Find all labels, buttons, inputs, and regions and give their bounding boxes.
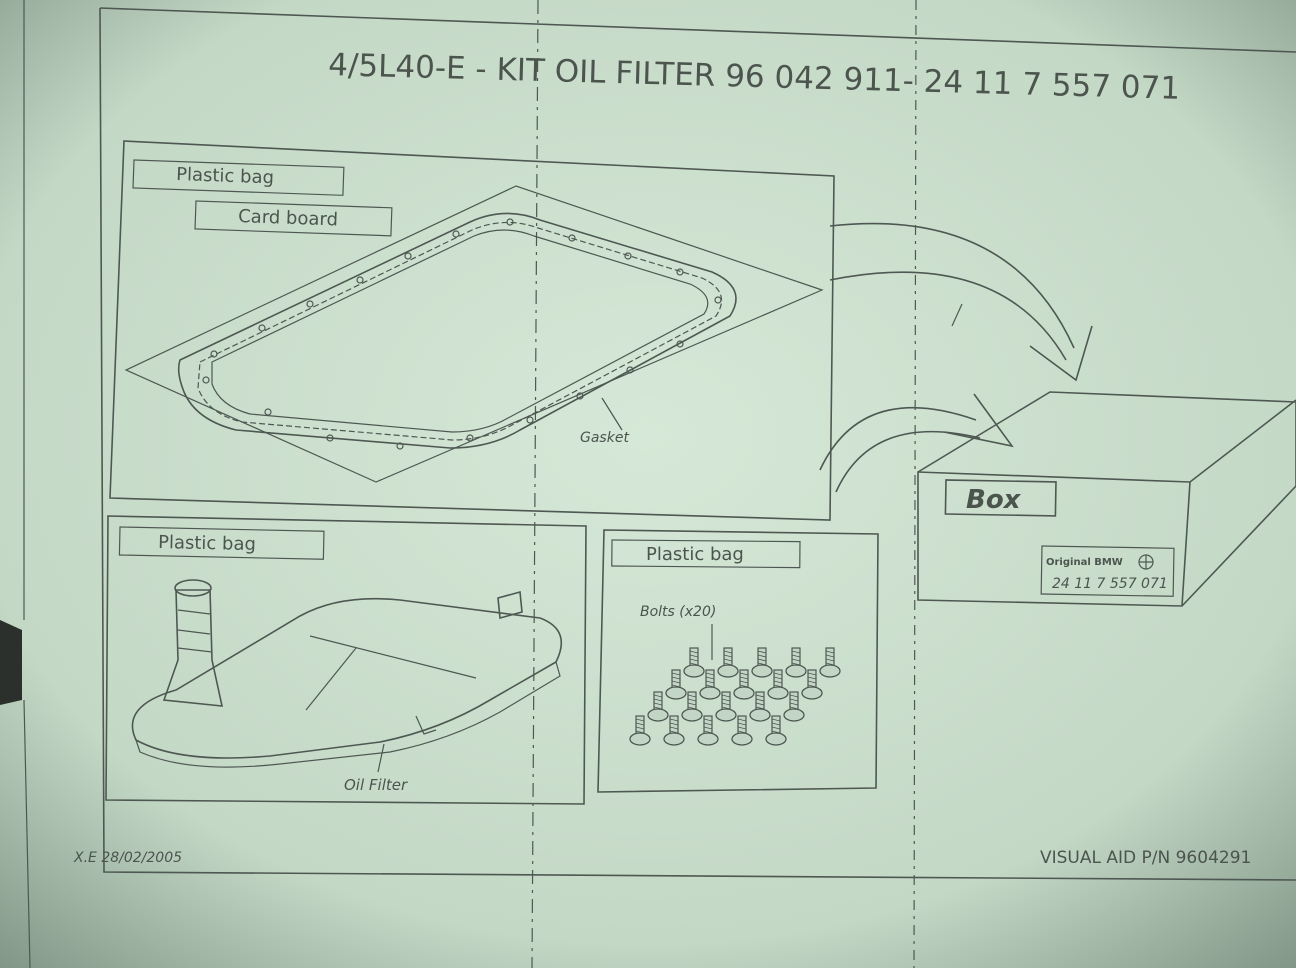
bolt-icon bbox=[783, 691, 805, 722]
gasket-outer bbox=[177, 212, 737, 449]
bolt-icon bbox=[663, 715, 685, 746]
gasket-hole bbox=[466, 434, 474, 442]
oil-filter-outlet bbox=[415, 715, 437, 735]
bolt-icon bbox=[731, 715, 753, 746]
bolt-icon bbox=[801, 669, 823, 700]
gasket-hole bbox=[676, 340, 684, 348]
oil-filter-edge bbox=[135, 661, 561, 768]
box-label: Box bbox=[966, 485, 1022, 515]
oil-filter-seam-2 bbox=[305, 647, 357, 711]
bmw-roundel-cross bbox=[1139, 555, 1153, 569]
oil-filter-panel bbox=[105, 515, 587, 805]
footer-part-number: VISUAL AID P/N 9604291 bbox=[1040, 848, 1251, 868]
box-outline bbox=[917, 391, 1296, 607]
bolt-icon bbox=[697, 715, 719, 746]
bolt-icon bbox=[749, 691, 771, 722]
card-board-label: Card board bbox=[238, 206, 338, 230]
gasket-leader-line bbox=[601, 397, 623, 431]
bolt-icon bbox=[681, 691, 703, 722]
bolt-icon bbox=[699, 669, 721, 700]
plastic-bag-label-2: Plastic bag bbox=[158, 532, 256, 555]
gasket-hole bbox=[626, 366, 634, 374]
page-edge-shadow bbox=[0, 620, 22, 705]
oil-filter-label: Oil Filter bbox=[344, 776, 408, 794]
bolts-panel bbox=[597, 529, 879, 793]
bolt-icon bbox=[717, 647, 739, 678]
arrow-curve-1 bbox=[829, 222, 1075, 349]
plastic-bag-label-box-2 bbox=[118, 526, 325, 560]
bolts-group bbox=[629, 647, 841, 746]
oil-filter-tab bbox=[497, 590, 523, 620]
gasket-hole bbox=[326, 434, 334, 442]
pen-mark bbox=[951, 303, 963, 327]
oil-filter-drawing bbox=[131, 579, 563, 768]
footer-date: X.E 28/02/2005 bbox=[73, 850, 182, 866]
arrow-head-2 bbox=[943, 393, 1014, 448]
cardboard-sheet bbox=[124, 185, 824, 483]
gasket-hole bbox=[452, 230, 460, 238]
plastic-bag-label-3: Plastic bag bbox=[646, 544, 744, 565]
gasket-hole bbox=[258, 324, 266, 332]
box-part-number: 24 11 7 557 071 bbox=[1052, 576, 1168, 592]
bolt-icon bbox=[785, 647, 807, 678]
box-front-corner bbox=[1181, 481, 1191, 607]
gasket-bead bbox=[197, 221, 723, 441]
gasket-hole bbox=[264, 408, 272, 416]
arrow-head-1 bbox=[1029, 325, 1093, 382]
gasket-hole bbox=[568, 234, 576, 242]
bolt-icon bbox=[819, 647, 841, 678]
gasket-hole bbox=[396, 442, 404, 450]
gasket-label: Gasket bbox=[580, 430, 629, 446]
gasket-hole bbox=[356, 276, 364, 284]
fold-line-right bbox=[913, 0, 917, 968]
gasket-inner bbox=[211, 229, 709, 433]
bolt-icon bbox=[665, 669, 687, 700]
bolt-icon bbox=[767, 669, 789, 700]
bolt-icon bbox=[629, 715, 651, 746]
gasket-holes bbox=[202, 218, 722, 450]
bolt-icon bbox=[751, 647, 773, 678]
oil-filter-leader-line bbox=[377, 743, 385, 773]
box-label-frame bbox=[944, 479, 1057, 517]
arrow-curve-2b bbox=[835, 430, 981, 493]
gasket-hole bbox=[210, 350, 218, 358]
gasket-hole bbox=[306, 300, 314, 308]
original-bmw-text: Original BMW bbox=[1046, 557, 1123, 568]
gasket-panel bbox=[109, 140, 835, 521]
bolt-icon bbox=[647, 691, 669, 722]
gasket-hole bbox=[624, 252, 632, 260]
plastic-bag-label-box-3 bbox=[611, 539, 801, 569]
bmw-label-frame bbox=[1040, 545, 1175, 597]
card-board-label-box bbox=[194, 200, 393, 237]
plastic-bag-label-box-1 bbox=[132, 159, 345, 196]
gasket-hole bbox=[202, 376, 210, 384]
plastic-bag-label-1: Plastic bag bbox=[176, 164, 275, 188]
oil-filter-pickup-top bbox=[174, 579, 212, 597]
box-drawing bbox=[917, 391, 1296, 607]
left-margin-line bbox=[23, 0, 31, 968]
bolt-icon bbox=[733, 669, 755, 700]
oil-filter-pickup-rings bbox=[177, 609, 213, 653]
arrow-curve-1b bbox=[829, 271, 1067, 361]
gasket-hole bbox=[576, 392, 584, 400]
oil-filter-body bbox=[131, 597, 563, 759]
gasket-hole bbox=[526, 416, 534, 424]
fold-line-center bbox=[531, 0, 539, 968]
oil-filter-seam-1 bbox=[309, 635, 477, 679]
bolts-label: Bolts (x20) bbox=[640, 604, 716, 620]
outer-frame bbox=[99, 7, 1296, 881]
gasket-hole bbox=[676, 268, 684, 276]
bolt-icon bbox=[715, 691, 737, 722]
bolt-icon bbox=[683, 647, 705, 678]
bolt-icon bbox=[765, 715, 787, 746]
gasket-hole bbox=[714, 296, 722, 304]
gasket-hole bbox=[506, 218, 514, 226]
gasket-hole bbox=[404, 252, 412, 260]
arrow-curve-2 bbox=[819, 406, 977, 471]
